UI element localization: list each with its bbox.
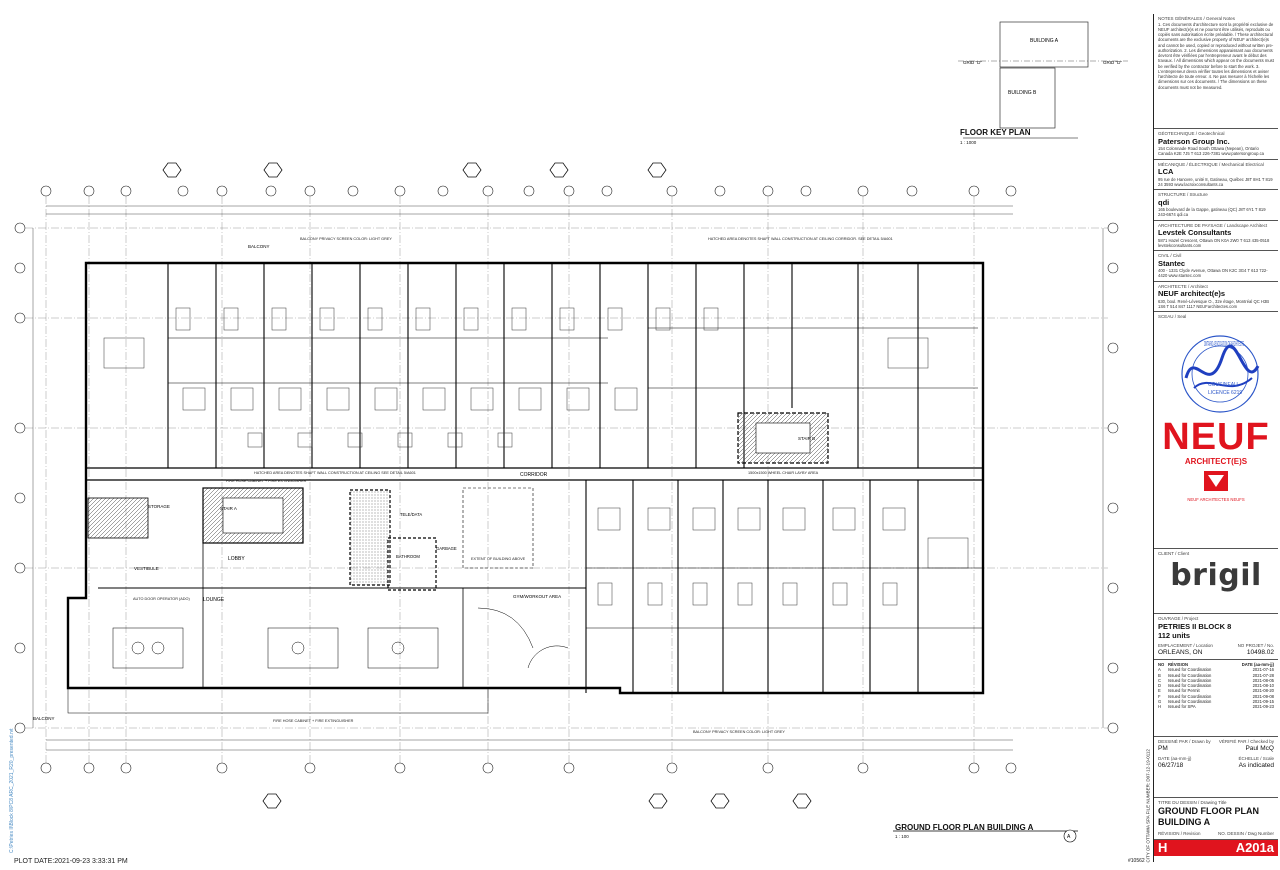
consultant-landscape: ARCHITECTURE DE PAYSAGE / Landscape Arch… (1154, 221, 1278, 251)
client-section: CLIENT / Client brigil (1154, 549, 1278, 614)
elevator-core: BATHROOM TELE/DATA GARBAGE (349, 489, 457, 591)
plan-title: GROUND FLOOR PLAN BUILDING A (895, 823, 1034, 832)
key-plan-building-a: BUILDING A (1030, 38, 1059, 44)
gym-label: GYM/WORKOUT AREA (513, 594, 561, 599)
svg-text:HATCHED AREA DENOTES SHAFT WAL: HATCHED AREA DENOTES SHAFT WALL CONSTRUC… (254, 471, 416, 475)
balcony-label: BALCONY (248, 244, 270, 249)
north-unit-walls (167, 263, 978, 468)
grid-bubbles-sides (14, 222, 1119, 734)
seal-section: SCEAU / Seal ONTARIO ASSOCIATION OF ARCH… (1154, 312, 1278, 549)
stair-a: STAIR A (202, 487, 304, 544)
floor-key-plan: BUILDING A BUILDING B GRID "D" GRID "D" (958, 21, 1128, 129)
stair-b: STAIR B (737, 412, 829, 464)
south-unit-fixtures (597, 507, 969, 606)
client-logo: brigil (1170, 557, 1262, 593)
title-block: NOTES GÉNÉRALES / General Notes 1. Ces d… (1153, 14, 1278, 862)
north-unit-fixtures (103, 307, 929, 448)
plan-tag: A (1067, 834, 1071, 840)
svg-text:HATCHED AREA DENOTES SHAFT WAL: HATCHED AREA DENOTES SHAFT WALL CONSTRUC… (708, 237, 893, 241)
svg-text:AUTO DOOR OPERATOR (ADO): AUTO DOOR OPERATOR (ADO) (133, 597, 190, 601)
svg-text:BALCONY PRIVACY SCREEN COLOR:: BALCONY PRIVACY SCREEN COLOR: LIGHT GREY (300, 237, 392, 241)
grid-bubbles-bottom (40, 762, 1017, 774)
architect-stamp: ONTARIO ASSOCIATION OF ARCHITECTS COUSIN… (1181, 335, 1260, 413)
consultant-geotech: GÉOTECHNIQUE / Geotechnical Paterson Gro… (1154, 129, 1278, 160)
dimension-lines (32, 205, 1104, 751)
grid-bubbles-top (40, 185, 1017, 197)
architect: ARCHITECTE / Architect NEUF architect(e)… (1154, 282, 1278, 312)
floor-plan-drawing: BUILDING A BUILDING B GRID "D" GRID "D" (14, 21, 1128, 843)
sheet-number: A201a (1235, 839, 1274, 855)
key-plan-building-b: BUILDING B (1008, 90, 1037, 96)
key-plan-title: FLOOR KEY PLAN (960, 128, 1031, 137)
svg-text:ONTARIO ASSOCIATION OF ARCHITE: ONTARIO ASSOCIATION OF ARCHITECTS (1204, 341, 1244, 348)
svg-text:STAIR B: STAIR B (798, 436, 815, 441)
sheet-ref: #10562 (1128, 858, 1145, 864)
neuf-emblem-icon (1204, 471, 1228, 491)
key-plan-grid-right: GRID "D" (1103, 60, 1122, 65)
file-path: C:\Petries II\Block 8\PC8 ARC_2021_R20_p… (9, 728, 15, 853)
neuf-logo: NEUF (1162, 416, 1270, 458)
neuf-logo-sub: ARCHITECT(E)S (1184, 457, 1248, 466)
svg-text:STAIR A: STAIR A (220, 506, 237, 511)
svg-text:FIRE HOSE CABINET + FIRE EXTIN: FIRE HOSE CABINET + FIRE EXTINGUISHER (226, 479, 307, 483)
plot-date: PLOT DATE:2021-09-23 3:33:31 PM (14, 858, 128, 865)
key-plan-scale: 1 : 1000 (960, 140, 977, 145)
svg-text:GARBAGE: GARBAGE (436, 546, 457, 551)
amenity-area (67, 487, 586, 714)
svg-text:LICENCE 6219: LICENCE 6219 (1208, 390, 1242, 396)
building-outline (66, 261, 985, 695)
consultant-mep: MÉCANIQUE / ÉLECTRIQUE / Mechanical Elec… (1154, 160, 1278, 190)
project-section: OUVRAGE / Project PETRIES II BLOCK 8 112… (1154, 614, 1278, 661)
svg-text:BALCONY PRIVACY SCREEN COLOR:: BALCONY PRIVACY SCREEN COLOR: LIGHT GREY (693, 730, 785, 734)
svg-text:EXTENT OF BUILDING ABOVE: EXTENT OF BUILDING ABOVE (471, 557, 526, 561)
balcony-label-south: BALCONY (33, 716, 55, 721)
svg-text:FIRE HOSE CABINET + FIRE EXTIN: FIRE HOSE CABINET + FIRE EXTINGUISHER (273, 719, 354, 723)
svg-text:COUSINEAU: COUSINEAU (1208, 382, 1238, 388)
section-markers (162, 162, 812, 809)
lobby-label: LOBBY (228, 556, 245, 562)
plan-notes: BALCONY PRIVACY SCREEN COLOR: LIGHT GREY… (133, 237, 893, 734)
sheet-number-bar: H A201a (1154, 840, 1278, 856)
general-notes: NOTES GÉNÉRALES / General Notes 1. Ces d… (1154, 14, 1278, 129)
corridor-label: CORRIDOR (520, 472, 548, 478)
svg-text:1500x1500 WHEEL CHAIR LAYBY AR: 1500x1500 WHEEL CHAIR LAYBY AREA (748, 471, 819, 475)
city-stamp: CITY OF OTTAWA SPA FILE NUMBER: D07-12-1… (1145, 749, 1151, 863)
revision-letter: H (1158, 839, 1168, 855)
drawing-title-section: TITRE DU DESSIN / Drawing Title GROUND F… (1154, 798, 1278, 840)
storage-label: STORAGE (148, 504, 170, 509)
svg-text:BATHROOM: BATHROOM (396, 554, 420, 559)
lounge-label: LOUNGE (203, 597, 225, 603)
vestibule-label: VESTIBULE (134, 566, 159, 571)
plan-scale: 1 : 100 (895, 834, 909, 839)
key-plan-grid-left: GRID "D" (963, 60, 982, 65)
svg-text:TELE/DATA: TELE/DATA (400, 512, 422, 517)
consultant-structure: STRUCTURE / Structure qdi 165 boulevard … (1154, 190, 1278, 221)
consultant-civil: CIVIL / Civil Stantec 400 - 1331 Clyde A… (1154, 251, 1278, 282)
south-unit-walls (585, 480, 983, 693)
